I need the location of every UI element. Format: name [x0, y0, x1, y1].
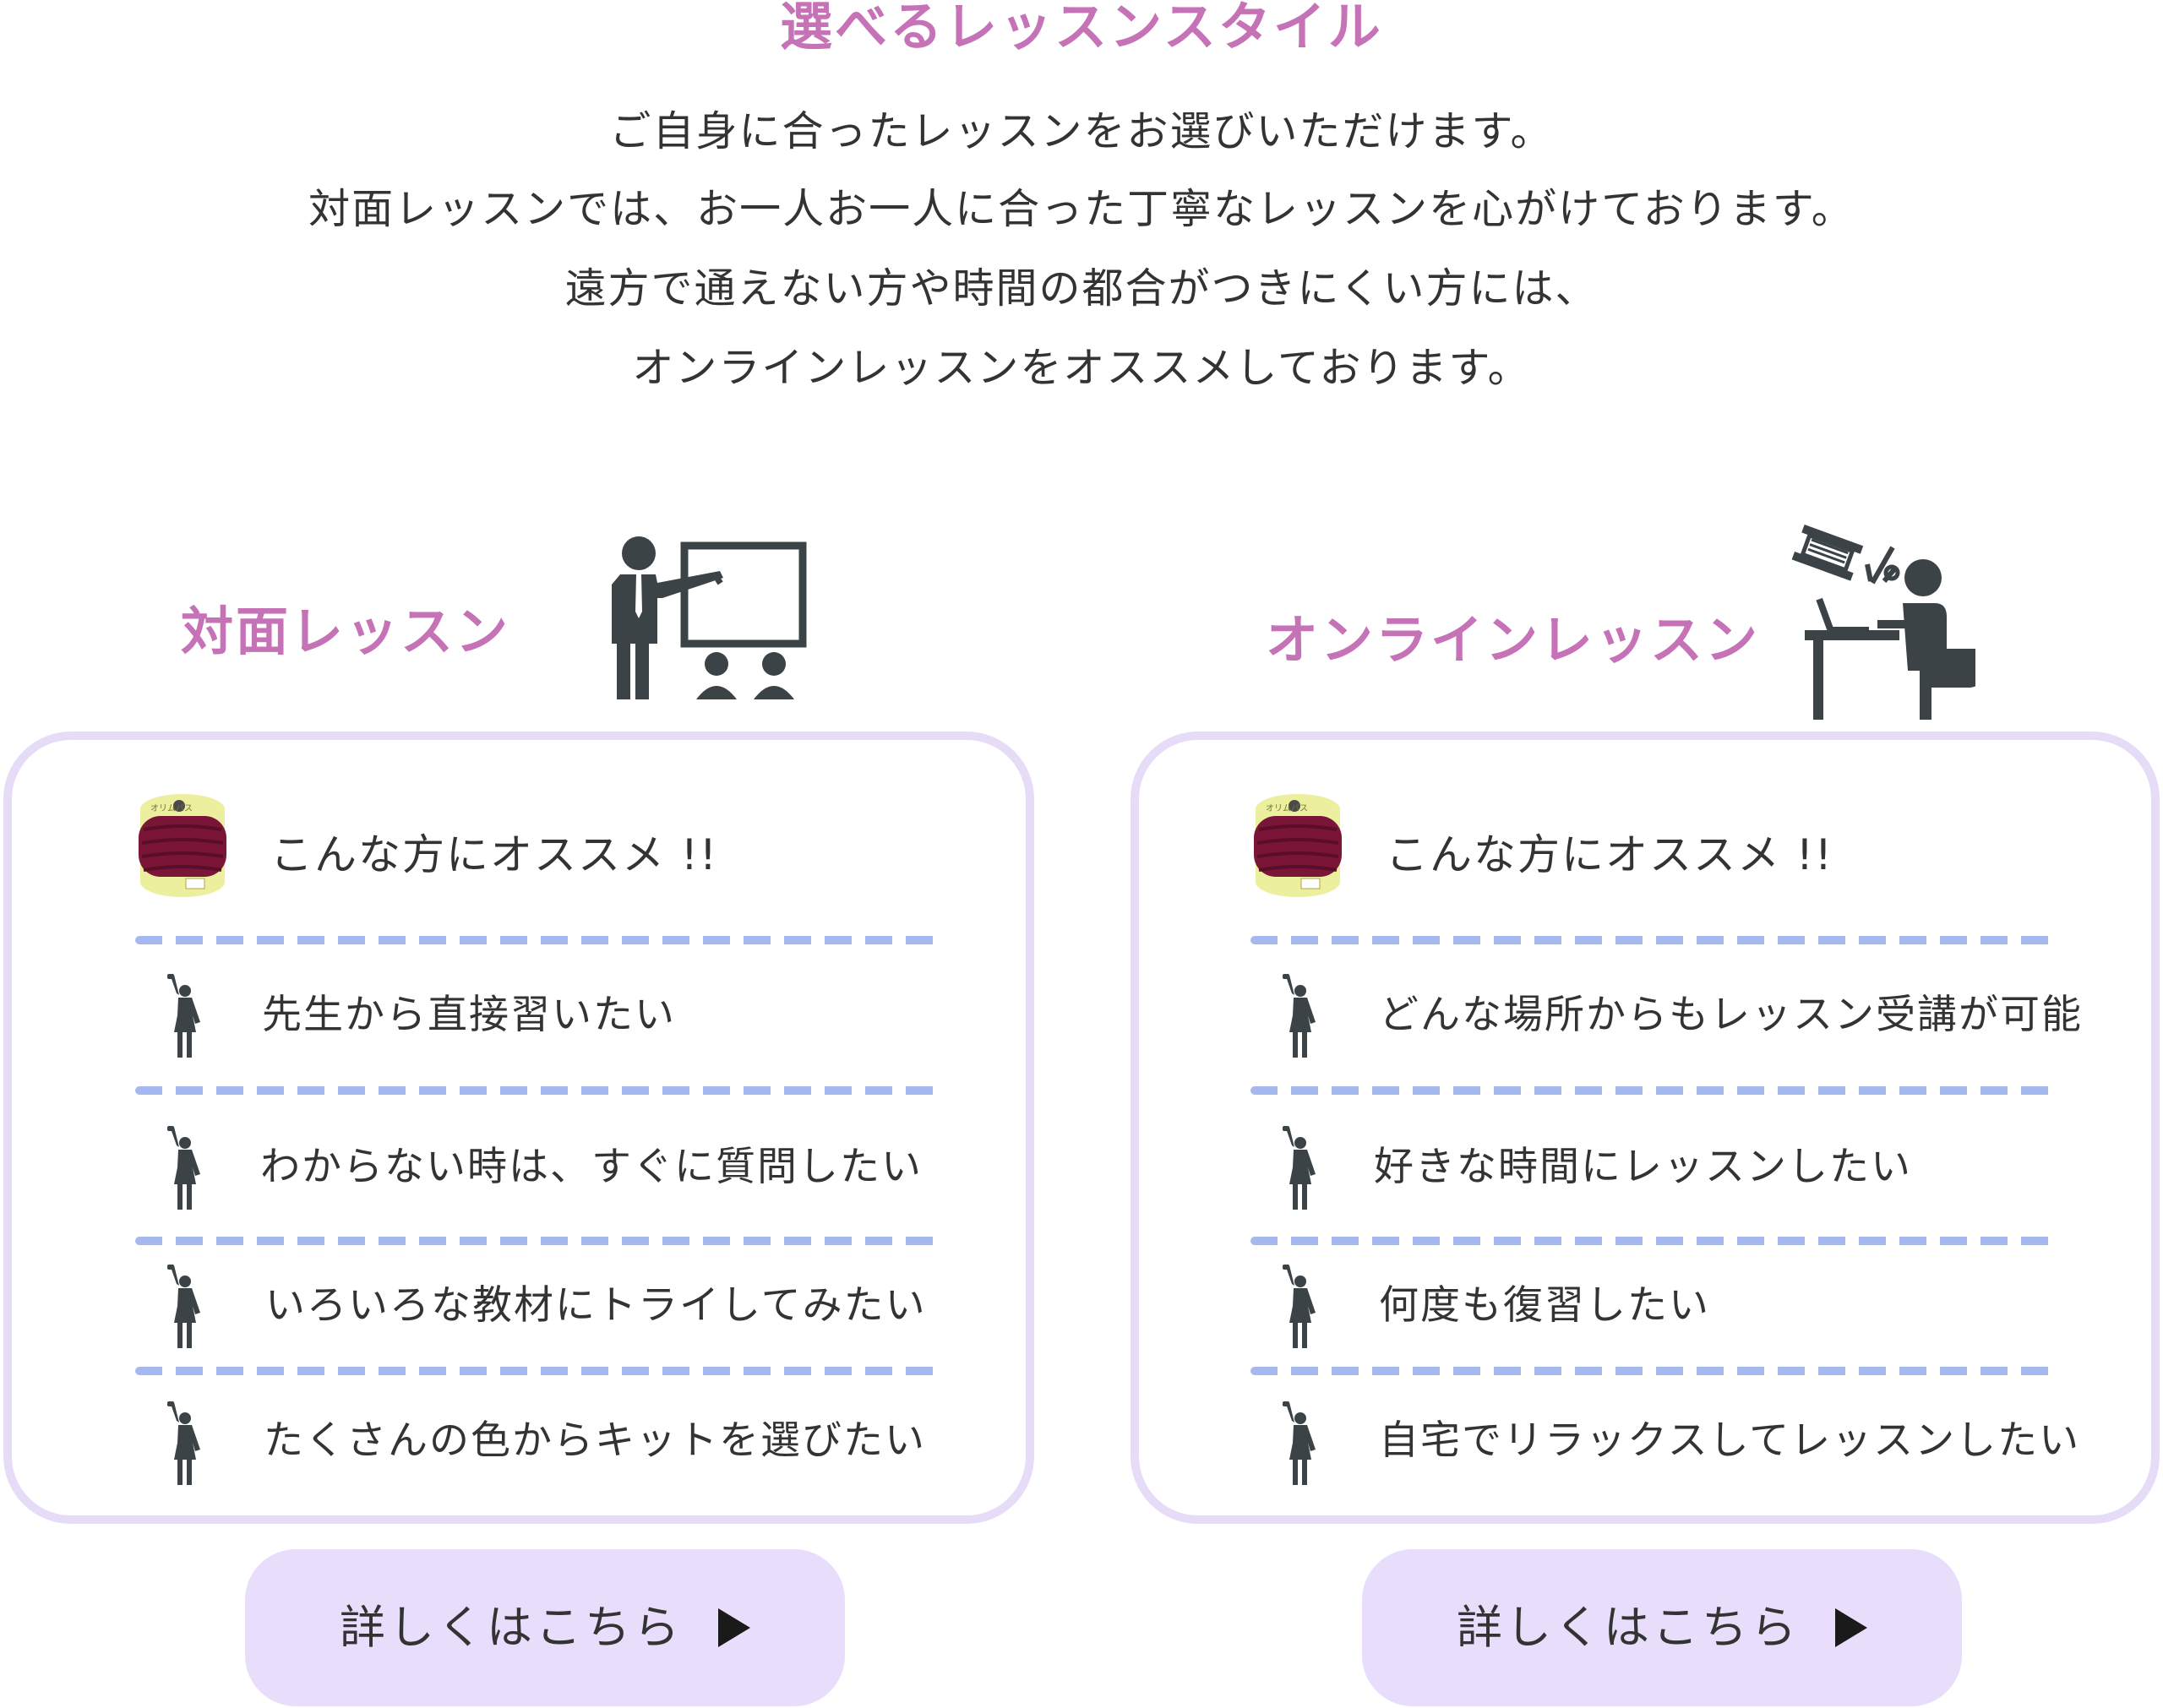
online-desk-sewing-icon — [1791, 525, 1975, 720]
thread-spool-icon — [132, 791, 233, 900]
play-arrow-icon — [718, 1608, 750, 1647]
in-person-title: 対面レッスン — [181, 601, 511, 662]
online-item-1: どんな場所からもレッスン受講が可能 — [1379, 992, 2083, 1038]
divider — [1250, 1086, 2062, 1095]
raised-hand-person-icon — [162, 973, 206, 1058]
intro-line-3: 遠方で通えない方や時間の都合がつきにくい方には、 — [564, 264, 1599, 313]
in-person-card: こんな方にオススメ !! 先生から直接習いたい わからない時は、すぐに質問したい… — [3, 732, 1034, 1524]
raised-hand-person-icon — [1278, 1401, 1321, 1485]
intro-line-1: ご自身に合ったレッスンをお選びいただけます。 — [609, 107, 1554, 155]
details-button-label: 詳しくはこちら — [1457, 1601, 1800, 1654]
online-item-3: 何度も復習したい — [1379, 1282, 1710, 1329]
divider — [135, 1367, 946, 1375]
online-card-header: こんな方にオススメ !! — [1386, 830, 1833, 879]
online-card: こんな方にオススメ !! どんな場所からもレッスン受講が可能 好きな時間にレッス… — [1131, 732, 2160, 1524]
divider — [135, 1237, 946, 1245]
divider — [1250, 936, 2062, 944]
online-item-4: 自宅でリラックスしてレッスンしたい — [1379, 1417, 2081, 1464]
raised-hand-person-icon — [162, 1264, 206, 1348]
raised-hand-person-icon — [162, 1125, 206, 1210]
raised-hand-person-icon — [162, 1401, 206, 1485]
raised-hand-person-icon — [1278, 973, 1321, 1058]
online-title: オンラインレッスン — [1266, 609, 1761, 671]
in-person-item-1: 先生から直接習いたい — [262, 992, 676, 1038]
page-title: 選べるレッスンスタイル — [780, 0, 1383, 57]
in-person-details-button[interactable]: 詳しくはこちら — [245, 1549, 845, 1706]
divider — [1250, 1367, 2062, 1375]
in-person-item-2: わからない時は、すぐに質問したい — [260, 1144, 923, 1190]
play-arrow-icon — [1835, 1608, 1867, 1647]
teacher-board-icon — [612, 536, 807, 699]
in-person-item-4: たくさんの色からキットを選びたい — [264, 1417, 926, 1464]
intro-line-2: 対面レッスンでは、お一人お一人に合った丁寧なレッスンを心がけております。 — [308, 185, 1855, 233]
raised-hand-person-icon — [1278, 1264, 1321, 1348]
raised-hand-person-icon — [1278, 1125, 1321, 1210]
divider — [135, 936, 946, 944]
divider — [135, 1086, 946, 1095]
online-details-button[interactable]: 詳しくはこちら — [1362, 1549, 1962, 1706]
divider — [1250, 1237, 2062, 1245]
in-person-card-header: こんな方にオススメ !! — [270, 830, 718, 879]
in-person-item-3: いろいろな教材にトライしてみたい — [265, 1282, 927, 1329]
details-button-label: 詳しくはこちら — [340, 1601, 683, 1654]
thread-spool-icon — [1247, 791, 1348, 900]
online-item-2: 好きな時間にレッスンしたい — [1374, 1144, 1912, 1190]
intro-line-4: オンラインレッスンをオススメしております。 — [632, 344, 1531, 392]
